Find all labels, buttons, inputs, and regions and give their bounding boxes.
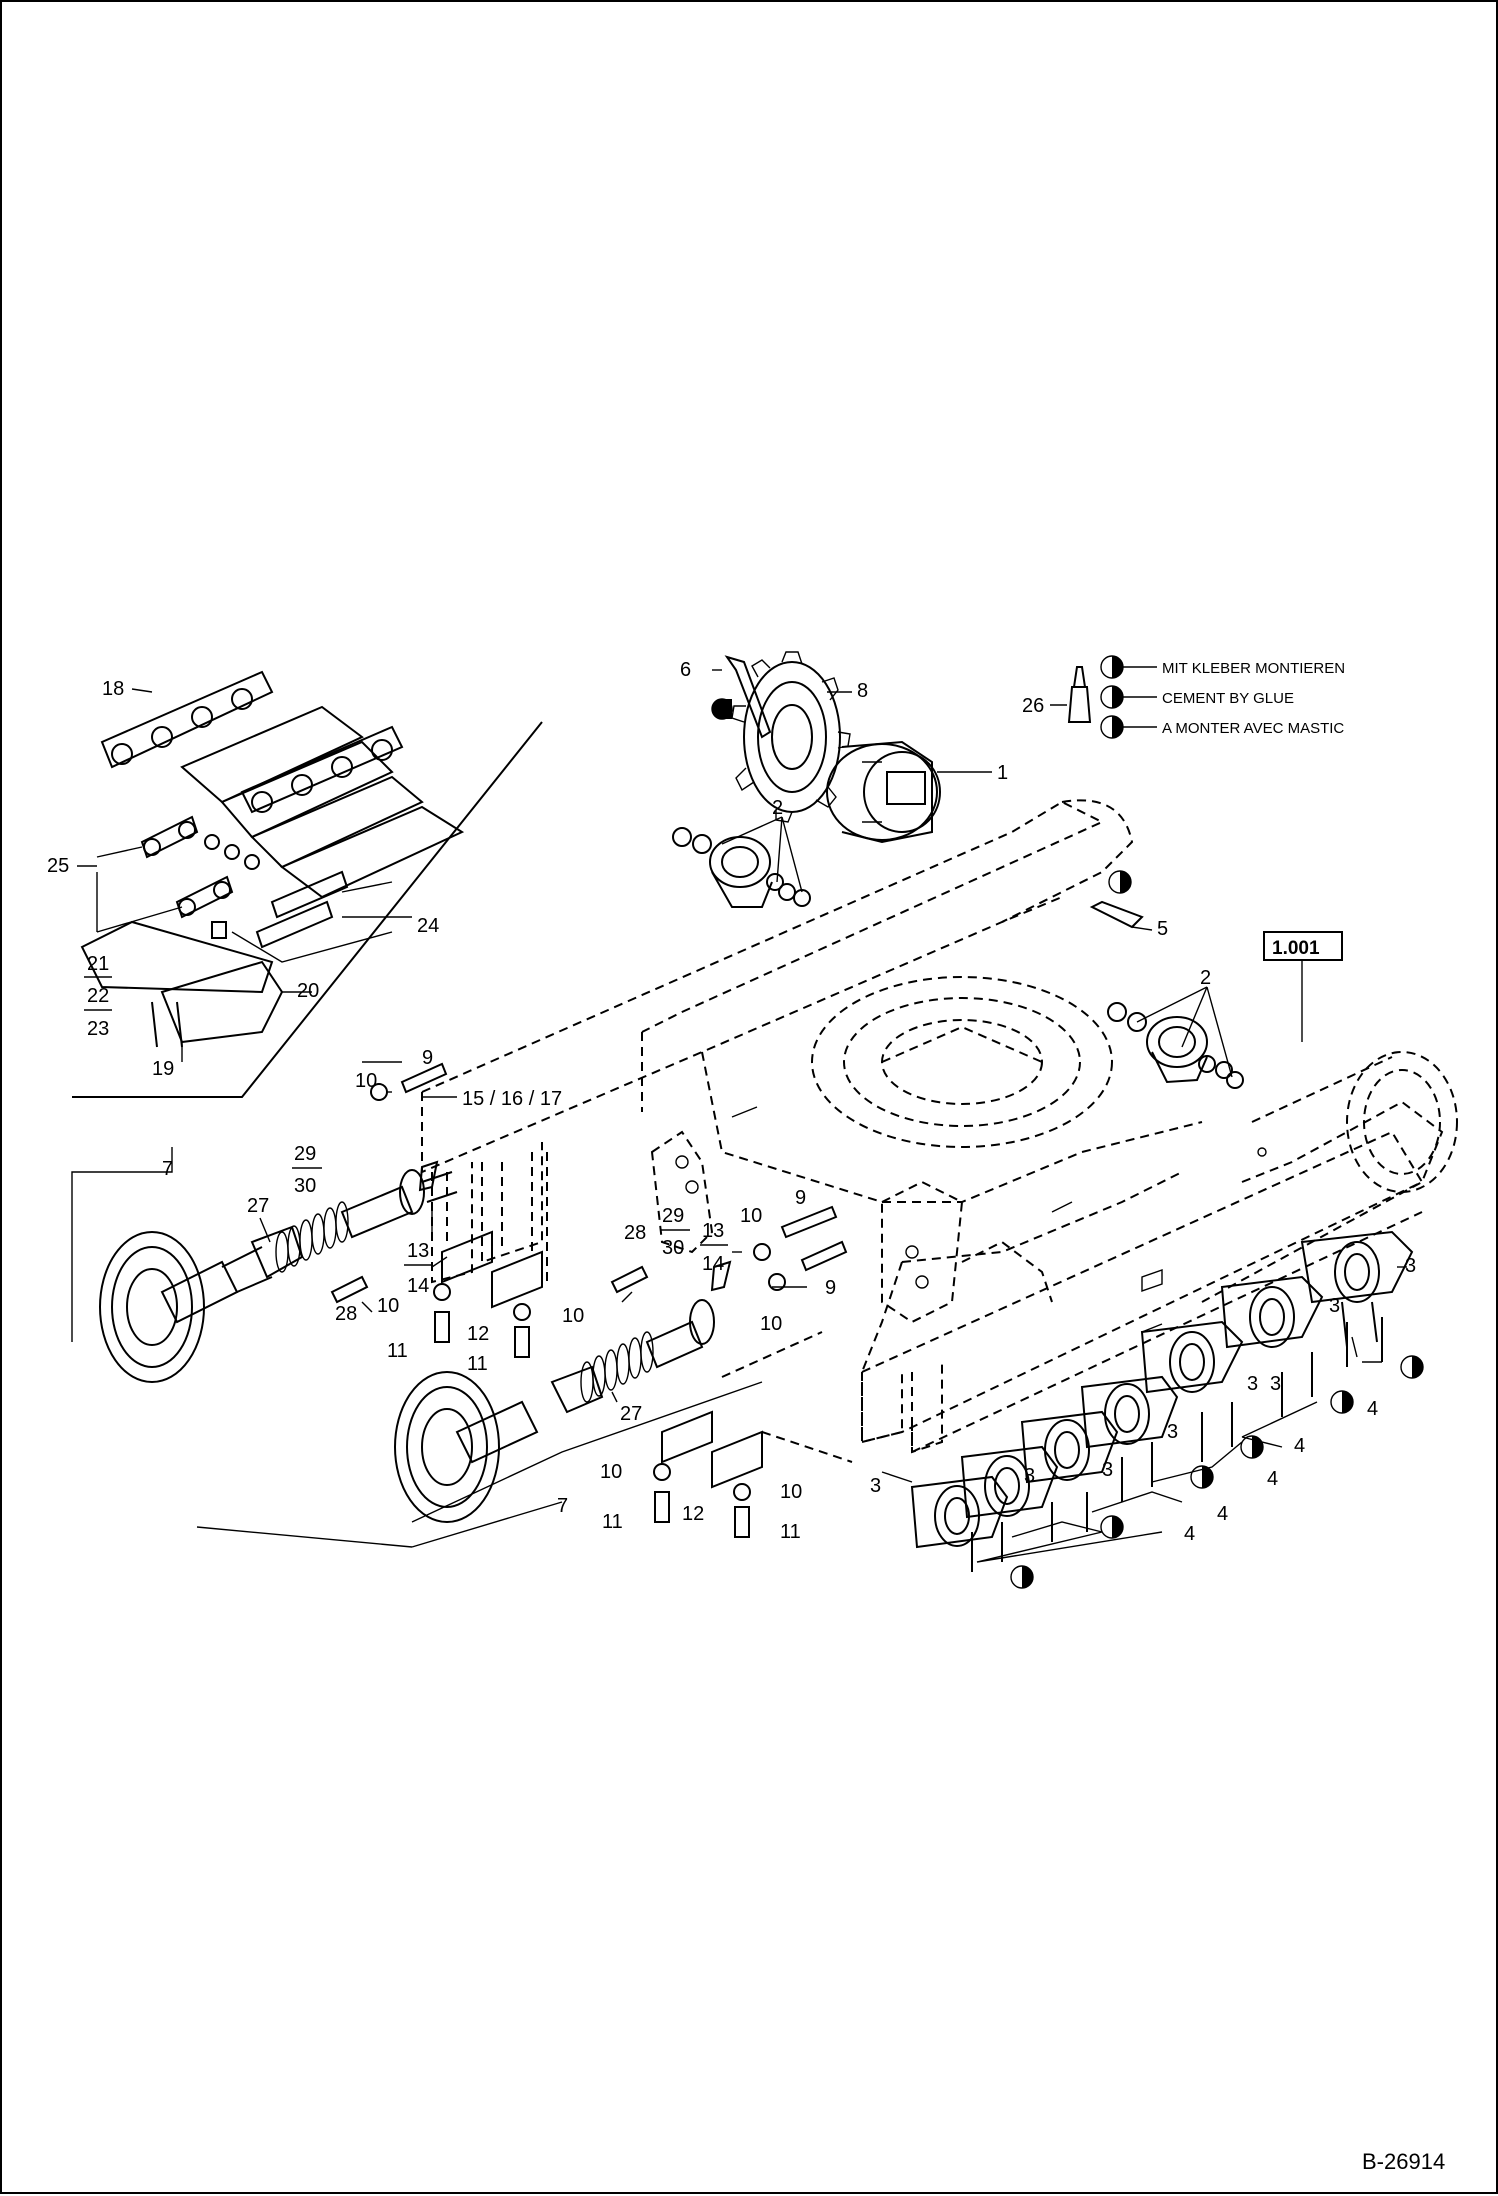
legend-line-en: CEMENT BY GLUE [1162, 690, 1294, 707]
drive-sprocket-assembly [711, 651, 941, 844]
track-rollers [910, 1230, 1424, 1589]
legend-line-de: MIT KLEBER MONTIEREN [1162, 660, 1345, 677]
reference-box-1001: 1.001 [1263, 931, 1343, 1042]
callout-29a: 29 [294, 1143, 316, 1165]
legend-line-fr: A MONTER AVEC MASTIC [1162, 720, 1344, 737]
glue-marker-icons [1010, 1355, 1424, 1589]
callout-27a: 27 [247, 1195, 269, 1217]
callout-28b: 28 [624, 1222, 646, 1244]
callout-4d: 4 [1217, 1503, 1228, 1525]
callout-12b: 12 [682, 1503, 704, 1525]
callout-3e: 3 [1167, 1421, 1178, 1443]
callout-10a: 10 [355, 1070, 377, 1092]
callout-labels: 1 2 2 3 3 3 3 3 3 3 3 4 4 4 4 4 4 5 6 7 … [47, 659, 1416, 1545]
callout-12a: 12 [467, 1323, 489, 1345]
callout-19: 19 [152, 1058, 174, 1080]
callout-13b: 13 [702, 1220, 724, 1242]
idler-tensioner-lower [394, 1265, 715, 1523]
callout-9b: 9 [795, 1187, 806, 1209]
callout-7-upper: 7 [162, 1158, 173, 1180]
callout-10g: 10 [780, 1481, 802, 1503]
callout-3f: 3 [1102, 1459, 1113, 1481]
callout-11c: 11 [602, 1511, 623, 1533]
callout-4c: 4 [1267, 1468, 1278, 1490]
callout-1: 1 [997, 762, 1008, 784]
callout-10f: 10 [600, 1461, 622, 1483]
callout-9c: 9 [825, 1277, 836, 1299]
callout-26: 26 [1022, 695, 1044, 717]
callout-9a: 9 [422, 1047, 433, 1069]
callout-3b: 3 [1329, 1295, 1340, 1317]
callout-11b: 11 [467, 1353, 488, 1375]
callout-11d: 11 [780, 1521, 801, 1543]
callout-29b: 29 [662, 1205, 684, 1227]
callout-22: 22 [87, 985, 109, 1007]
callout-27b: 27 [620, 1403, 642, 1425]
idler-tensioner-upper [99, 1169, 458, 1383]
callout-13a: 13 [407, 1240, 429, 1262]
leader-lines [71, 669, 1407, 1563]
carrier-roller-upper [672, 827, 811, 908]
callout-20: 20 [297, 980, 319, 1002]
callout-11a: 11 [387, 1340, 408, 1362]
callout-14a: 14 [407, 1275, 429, 1297]
callout-30b: 30 [662, 1237, 684, 1259]
callout-3c: 3 [1247, 1373, 1258, 1395]
callout-3a: 3 [1405, 1255, 1416, 1277]
callout-8: 8 [857, 680, 868, 702]
callout-10c: 10 [760, 1313, 782, 1335]
callout-25: 25 [47, 855, 69, 877]
callout-30a: 30 [294, 1175, 316, 1197]
callout-2-lower: 2 [1200, 967, 1211, 989]
callout-5: 5 [1157, 918, 1168, 940]
callout-2-upper: 2 [772, 797, 783, 819]
callout-3h: 3 [870, 1475, 881, 1497]
callout-21: 21 [87, 953, 109, 975]
callout-28a: 28 [335, 1303, 357, 1325]
callout-3g: 3 [1024, 1465, 1035, 1487]
document-id: B-26914 [1362, 2149, 1445, 2174]
callout-4f: 4 [1184, 1523, 1195, 1545]
callout-10d: 10 [377, 1295, 399, 1317]
callout-7-lower: 7 [557, 1495, 568, 1517]
callout-23: 23 [87, 1018, 109, 1040]
carrier-roller-lower [1107, 1002, 1244, 1089]
clamp-plates-and-bolts [370, 1062, 848, 1538]
callout-15-16-17: 15 / 16 / 17 [462, 1088, 562, 1110]
glue-legend: MIT KLEBER MONTIEREN CEMENT BY GLUE A MO… [1022, 655, 1345, 739]
callout-3d: 3 [1270, 1373, 1281, 1395]
callout-6: 6 [680, 659, 691, 681]
callout-18: 18 [102, 678, 124, 700]
callout-4b: 4 [1294, 1435, 1305, 1457]
callout-14b: 14 [702, 1253, 724, 1275]
undercarriage-frame [421, 799, 1458, 1463]
callout-10b: 10 [740, 1205, 762, 1227]
track-chain-inset [72, 670, 543, 1098]
callout-4a: 4 [1367, 1398, 1378, 1420]
reference-box-label: 1.001 [1272, 938, 1320, 959]
callout-10e: 10 [562, 1305, 584, 1327]
bolt-5 [1089, 870, 1144, 929]
callout-24: 24 [417, 915, 439, 937]
